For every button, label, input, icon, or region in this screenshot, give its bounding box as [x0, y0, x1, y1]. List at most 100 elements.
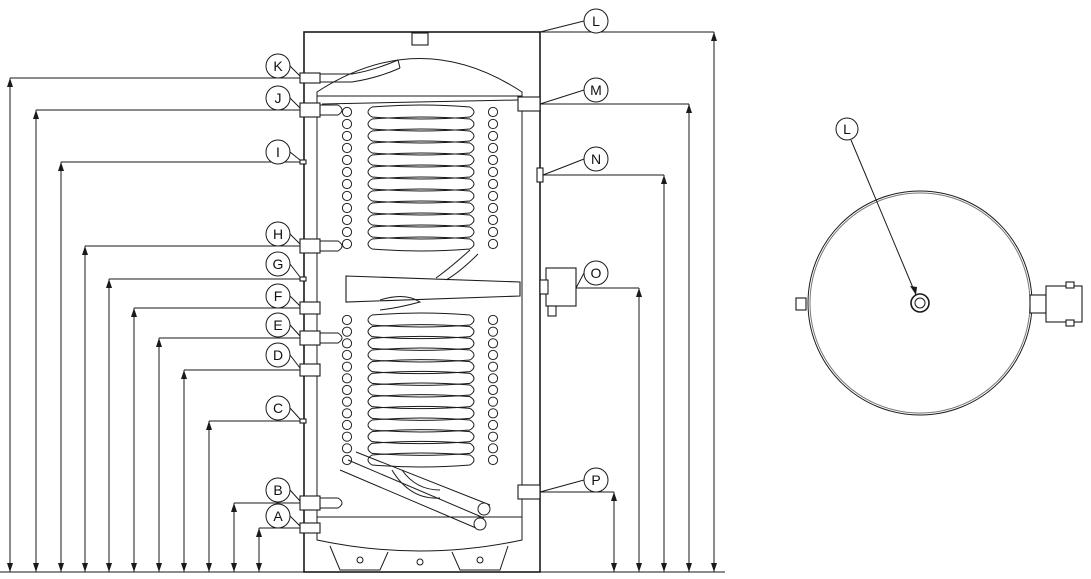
coil-return-end-2 [477, 502, 491, 516]
label-J: J [275, 90, 282, 106]
element-plug [547, 305, 557, 317]
fitting-p [517, 484, 541, 500]
fitting-m [517, 96, 541, 112]
leader-H [289, 233, 301, 245]
leader-A [289, 515, 301, 527]
element-neck [539, 279, 549, 295]
upper-coil-turn-left-bend [367, 202, 373, 214]
top-view-right-tab-top [1065, 281, 1075, 289]
lower-coil-section-right [487, 314, 499, 326]
upper-coil-turn-bottom [371, 152, 471, 156]
lower-coil-turn-left-bend [367, 442, 373, 454]
foot-hole-2 [416, 558, 424, 566]
lower-coil-turn-right-bend [469, 442, 475, 454]
fitting-c [299, 418, 307, 424]
label-bubble-J [265, 85, 291, 111]
lower-coil-turn-top [371, 312, 471, 316]
lower-coil-section-left [341, 454, 353, 466]
lower-coil-section-right [487, 326, 499, 337]
top-view-label: L [843, 121, 851, 137]
upper-coil-section-left [341, 130, 353, 142]
label-bubble-F [265, 283, 291, 309]
leader-B [289, 489, 301, 502]
m-inner-pipe [321, 99, 519, 105]
lower-coil-turn-top [371, 382, 471, 386]
dim-arrow-bottom-G [106, 563, 112, 572]
upper-coil-section-right [487, 214, 499, 226]
fitting-k [299, 72, 321, 84]
upper-coil-turn-top [371, 176, 471, 180]
fitting-g [299, 276, 307, 282]
coil-stub-3 [320, 497, 343, 509]
coil-stub-2 [320, 332, 343, 344]
upper-coil-turn-top [371, 104, 471, 108]
lower-coil-section-right [487, 384, 499, 396]
label-E: E [273, 317, 282, 333]
upper-coil-section-left [341, 202, 353, 214]
dim-arrow-top-D [181, 370, 187, 379]
upper-coil-section-left [341, 238, 353, 250]
lower-coil-turn-top [371, 452, 471, 456]
lower-coil-section-right [487, 396, 499, 407]
upper-coil-turn-bottom [371, 116, 471, 120]
dim-arrow-bottom-M [686, 563, 692, 572]
leader-F [289, 295, 301, 307]
upper-coil-turn-bottom [371, 236, 471, 240]
element-housing [545, 267, 577, 307]
k-tube-end [397, 59, 401, 69]
lower-coil-turn-left-bend [367, 384, 373, 396]
leader-C [289, 407, 301, 420]
upper-coil-section-left [341, 154, 353, 166]
upper-coil-section-right [487, 178, 499, 190]
top-view-left-stub [795, 297, 807, 311]
lower-coil-turn-right-bend [469, 384, 475, 396]
lower-coil-turn-right-bend [469, 349, 475, 361]
foot-hole-3 [476, 556, 484, 564]
label-H: H [273, 226, 283, 242]
upper-coil-turn-bottom [371, 188, 471, 192]
label-D: D [273, 347, 283, 363]
upper-coil-turn-left-bend [367, 130, 373, 142]
upper-coil-turn-top [371, 152, 471, 156]
upper-coil-section-left [341, 214, 353, 226]
leader-P [539, 479, 585, 493]
foot-hole-1 [356, 556, 364, 564]
upper-coil-turn-right-bend [469, 118, 475, 130]
lower-coil-turn-bottom [371, 464, 471, 468]
upper-coil-section-right [487, 238, 499, 250]
label-G: G [273, 256, 284, 272]
label-bubble-I [265, 139, 291, 165]
top-view-leader [850, 139, 917, 296]
lower-coil-section-right [487, 443, 499, 454]
dim-arrow-top-L [711, 32, 717, 41]
leader-I [289, 151, 301, 161]
dim-arrow-bottom-D [181, 563, 187, 572]
upper-coil-turn-right-bend [469, 178, 475, 190]
upper-coil-turn-bottom [371, 224, 471, 228]
coil-stub-1 [320, 240, 343, 252]
fitting-i [299, 159, 307, 165]
lower-coil-turn-left-bend [367, 326, 373, 338]
lower-coil-turn-top [371, 359, 471, 363]
dim-arrow-top-N [661, 175, 667, 184]
leader-E [289, 324, 301, 337]
lower-coil-turn-right-bend [469, 372, 475, 384]
dim-arrow-top-M [686, 104, 692, 113]
upper-coil-turn-right-bend [469, 238, 475, 250]
upper-coil-turn-left-bend [367, 178, 373, 190]
dim-arrow-bottom-K [7, 563, 13, 572]
lower-coil-section-left [341, 314, 353, 326]
lower-coil-turn-right-bend [469, 396, 475, 408]
upper-coil-section-right [487, 166, 499, 178]
upper-coil-turn-right-bend [469, 214, 475, 226]
lower-coil-section-right [487, 419, 499, 431]
lower-coil-turn-right-bend [469, 361, 475, 373]
lower-coil-turn-top [371, 394, 471, 398]
upper-coil-turn-right-bend [469, 226, 475, 238]
upper-coil-turn-bottom [371, 128, 471, 132]
lower-coil-section-left [341, 373, 353, 384]
leader-M [539, 89, 585, 105]
label-A: A [273, 508, 283, 524]
lower-coil-section-right [487, 338, 499, 349]
lower-coil-turn-right-bend [469, 454, 475, 466]
